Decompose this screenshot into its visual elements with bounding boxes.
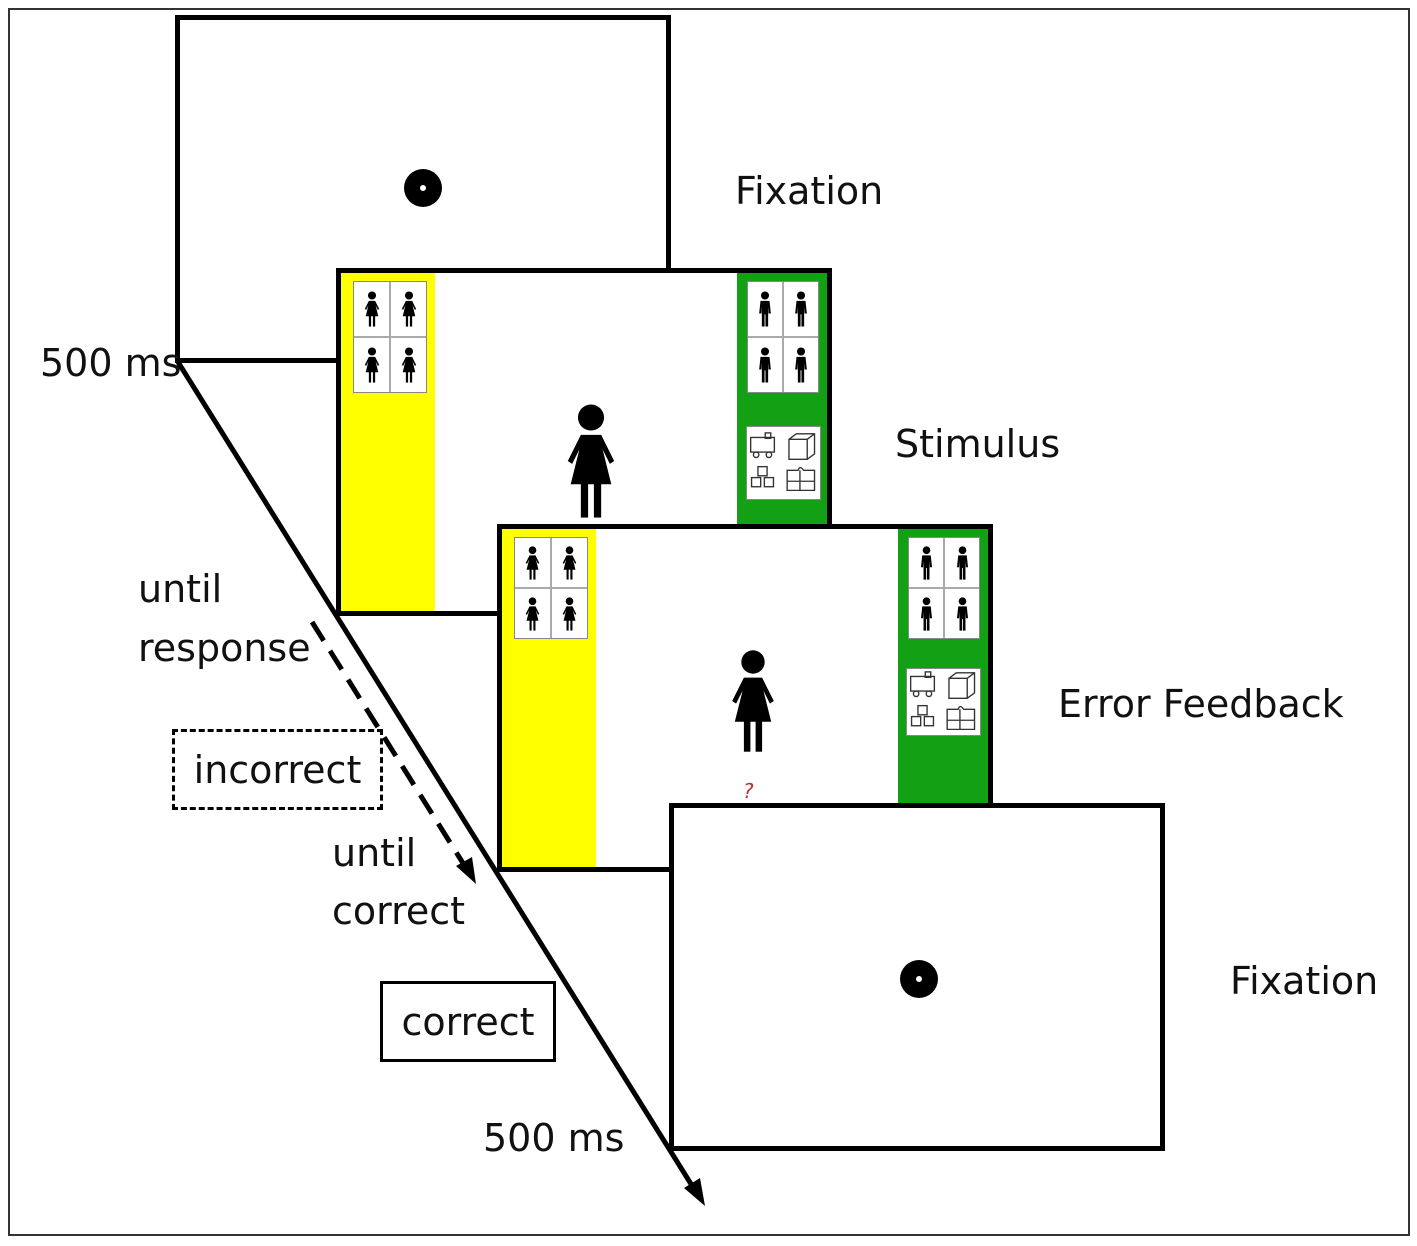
- retry-arrow-dashed: [309, 620, 469, 870]
- timing-last: 500 ms: [483, 1116, 625, 1160]
- man-icon: [756, 345, 774, 385]
- incorrect-response-box: incorrect: [172, 729, 383, 810]
- timing-first: 500 ms: [40, 341, 182, 385]
- timeline-arrow: [175, 360, 699, 1194]
- figure-border: [8, 8, 1410, 1236]
- label-fixation-2: Fixation: [1230, 959, 1379, 1003]
- men-grid: [747, 281, 819, 393]
- man-icon: [954, 595, 971, 633]
- man-icon: [756, 289, 774, 329]
- woman-icon: [363, 289, 381, 329]
- timing-correct: correct: [332, 889, 466, 933]
- men-grid: [908, 537, 980, 639]
- label-fixation-1: Fixation: [735, 169, 884, 213]
- man-icon: [954, 544, 971, 582]
- woman-icon: [561, 544, 578, 582]
- correct-response-box: correct: [380, 981, 556, 1062]
- timing-response: response: [138, 626, 311, 670]
- fixation-dot-icon: [900, 960, 938, 998]
- timeline-arrowhead: [684, 1178, 705, 1206]
- timing-until-2: until: [332, 831, 417, 875]
- man-icon: [918, 595, 935, 633]
- man-icon: [792, 289, 810, 329]
- woman-icon: [524, 544, 541, 582]
- error-question-mark: ?: [743, 779, 754, 803]
- woman-target-icon: [562, 403, 620, 519]
- women-grid: [353, 281, 427, 393]
- woman-icon: [400, 345, 418, 385]
- fixation-screen-2: [669, 803, 1165, 1151]
- timing-until: until: [138, 567, 223, 611]
- woman-icon: [400, 289, 418, 329]
- woman-icon: [524, 595, 541, 633]
- retry-arrowhead: [456, 857, 476, 884]
- toys-icon: [746, 426, 821, 500]
- woman-icon: [561, 595, 578, 633]
- label-error-feedback: Error Feedback: [1058, 682, 1344, 726]
- toys-icon: [906, 668, 981, 736]
- man-icon: [918, 544, 935, 582]
- fixation-dot-icon: [404, 169, 442, 207]
- man-icon: [792, 345, 810, 385]
- woman-target-icon: [727, 649, 779, 753]
- women-grid: [514, 537, 588, 639]
- label-stimulus: Stimulus: [895, 422, 1061, 466]
- woman-icon: [363, 345, 381, 385]
